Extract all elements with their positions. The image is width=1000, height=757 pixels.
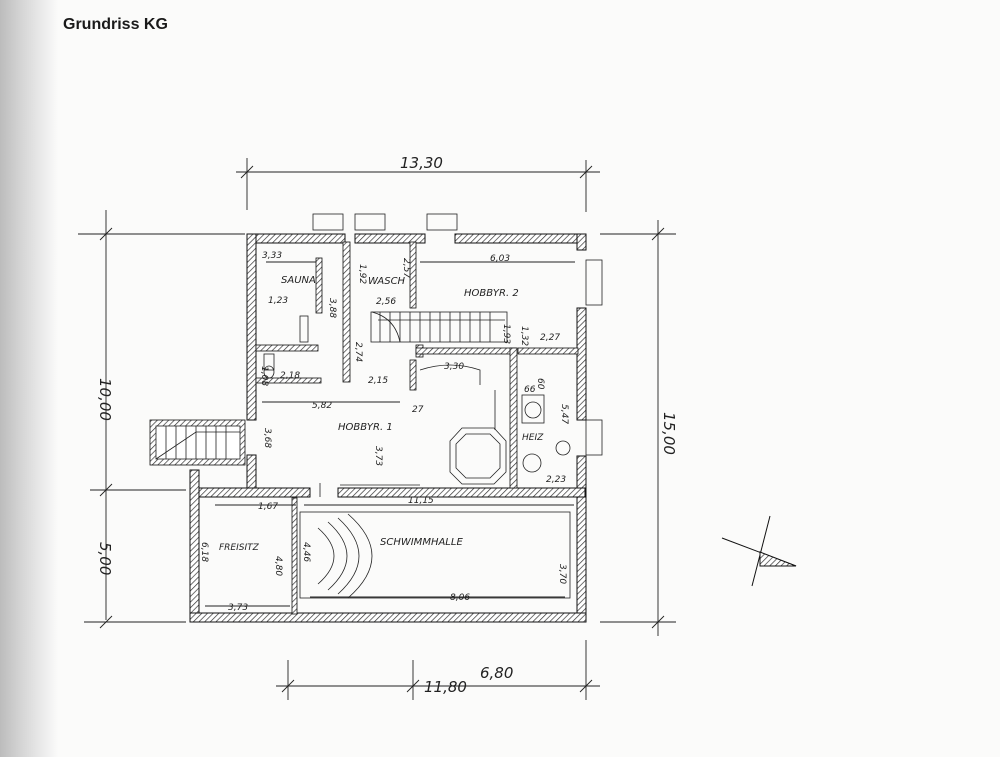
dim-pool-h: 3,70 xyxy=(557,564,567,584)
dim-stair-w: 3,30 xyxy=(444,362,464,372)
dim-sauna-w: 3,33 xyxy=(262,251,282,261)
dim-door-27: 27 xyxy=(412,405,424,415)
dim-bottom-total: 11,80 xyxy=(424,678,467,696)
dim-corr-w: 2,15 xyxy=(368,376,388,386)
dim-corr-h: 2,74 xyxy=(353,342,363,362)
dim-sauna-h: 3,88 xyxy=(327,298,337,318)
dim-small-60: 60 xyxy=(535,378,545,390)
outer-walls xyxy=(189,233,587,623)
dim-bath-w: 2,18 xyxy=(280,371,300,381)
dim-right-total: 15,00 xyxy=(660,412,678,455)
dim-hobby1-h: 3,68 xyxy=(262,428,272,448)
room-label-schwimmhalle: SCHWIMMHALLE xyxy=(380,537,463,548)
dim-wasch-h: 1,92 xyxy=(357,264,367,284)
dim-heiz-w: 2,23 xyxy=(546,475,566,485)
dim-left-upper: 10,00 xyxy=(96,378,114,421)
dim-sauna-side: 1,23 xyxy=(268,296,288,306)
dim-pool-len: 8,06 xyxy=(450,593,470,603)
dim-freisitz-top: 1,67 xyxy=(258,502,278,512)
inner-walls xyxy=(255,241,579,615)
dim-wasch-w: 2,56 xyxy=(376,297,396,307)
room-label-freisitz: FREISITZ xyxy=(219,543,260,553)
dim-hall-w: 2,27 xyxy=(540,333,560,343)
dim-hobby1-inner: 3,73 xyxy=(373,446,383,466)
dim-freisitz-w: 3,73 xyxy=(228,603,248,613)
dim-hall-side: 1,32 xyxy=(519,326,529,346)
dim-heiz-h: 5,47 xyxy=(559,404,569,424)
room-label-heizung: HEIZ xyxy=(522,433,544,443)
dimension-lines xyxy=(78,158,676,700)
dim-wasch-h2: 2,57 xyxy=(401,258,411,278)
room-label-wasch: WASCH xyxy=(368,276,406,287)
fixtures xyxy=(263,213,603,599)
dim-bath-h: 1,08 xyxy=(259,366,269,386)
dim-hobby1-w: 5,82 xyxy=(312,401,332,411)
dim-top-total: 13,30 xyxy=(400,154,443,172)
north-arrow xyxy=(721,515,797,587)
scan-binding-shadow xyxy=(0,0,58,757)
page-title: Grundriss KG xyxy=(63,16,168,33)
dim-left-lower: 5,00 xyxy=(96,542,114,575)
main-staircase xyxy=(370,311,508,343)
dim-freisitz-h: 6,18 xyxy=(199,542,209,562)
dim-bottom-mid: 6,80 xyxy=(480,664,513,682)
dim-pool-side: 4,46 xyxy=(301,542,311,562)
dim-small-66: 66 xyxy=(524,385,536,395)
dim-freisitz-h2: 4,80 xyxy=(273,556,283,576)
dim-stair-h: 1,93 xyxy=(501,324,511,344)
outside-staircase xyxy=(149,419,246,466)
dim-pool-w: 11,15 xyxy=(408,496,434,506)
room-label-hobby1: HOBBYR. 1 xyxy=(338,422,393,433)
room-label-hobby2: HOBBYR. 2 xyxy=(464,288,519,299)
dim-hobby2-w: 6,03 xyxy=(490,254,510,264)
room-label-sauna: SAUNA xyxy=(281,275,316,286)
